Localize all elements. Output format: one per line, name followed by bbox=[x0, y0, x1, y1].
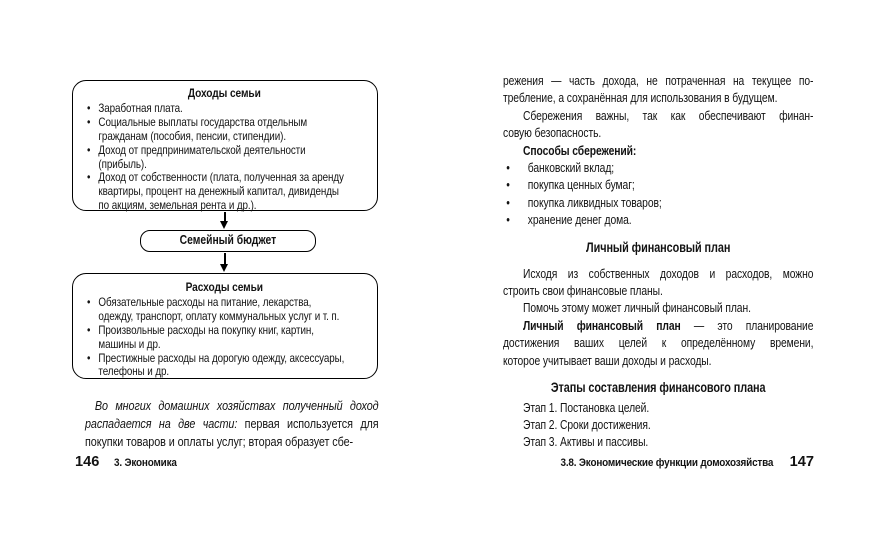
incomes-box-title: Доходы семьи bbox=[187, 86, 261, 100]
incomes-box: Доходы семьи Заработная плата. Социальны… bbox=[72, 80, 378, 213]
expenses-item-line: Обязательные расходы на питание, лекарст… bbox=[73, 295, 376, 310]
italic-text: Во многих домашних хозяйствах полученный… bbox=[94, 398, 379, 413]
section-heading-personal-plan: Личный финансовый план bbox=[586, 239, 731, 255]
term-bold: Личный финансовый план bbox=[523, 317, 681, 333]
text-line: строить свои финансовые планы. bbox=[503, 283, 663, 299]
expenses-box: Расходы семьи Обязательные расходы на пи… bbox=[72, 273, 378, 379]
page-number: 147 bbox=[789, 454, 814, 470]
italic-text: распадается на две части: bbox=[85, 415, 238, 431]
text-line: достижения ваших целей к определённому в… bbox=[503, 335, 814, 351]
section-heading-plan-stages: Этапы составления финансового плана bbox=[550, 380, 766, 396]
text-line: режения — часть дохода, не потраченная н… bbox=[503, 73, 814, 88]
budget-box-title: Семейный бюджет bbox=[179, 233, 277, 247]
list-item: банковский вклад; bbox=[503, 159, 813, 177]
list-item: хранение денег дома. bbox=[503, 211, 813, 229]
incomes-item-line: Доход от предпринимательской деятельност… bbox=[73, 143, 376, 158]
page-number: 146 bbox=[75, 454, 100, 470]
list-item: покупка ликвидных товаров; bbox=[503, 194, 813, 212]
incomes-item-line: Доход от собственности (плата, полученна… bbox=[73, 171, 376, 186]
right-page-footer: 3.8. Экономические функции домохозяйства… bbox=[542, 454, 814, 470]
text-line: покупки товаров и оплаты услуг; вторая о… bbox=[85, 433, 354, 449]
incomes-item-line: квартиры, процент на денежный капитал, д… bbox=[98, 184, 339, 199]
regular-text: — это планирование bbox=[680, 317, 814, 333]
list-item: покупка ценных бумаг; bbox=[503, 176, 813, 194]
text-line: Помочь этому может личный финансовый пла… bbox=[523, 300, 751, 316]
savings-list: банковский вклад; покупка ценных бумаг; … bbox=[503, 159, 813, 229]
left-page-footer: 146 3. Экономика bbox=[75, 454, 183, 470]
stage-line: Этап 3. Активы и пассивы. bbox=[523, 434, 649, 450]
incomes-item-line: гражданам (пособия, пенсии, стипендии). bbox=[98, 128, 286, 143]
incomes-item-line: Заработная плата. bbox=[73, 101, 376, 116]
expenses-item-line: машины и др. bbox=[98, 336, 161, 351]
regular-text: первая используется для bbox=[237, 415, 379, 431]
incomes-item-line: (прибыль). bbox=[98, 156, 147, 171]
right-body-column: режения — часть дохода, не потраченная н… bbox=[503, 72, 813, 450]
left-body-paragraph: Во многих домашних хозяйствах полученный… bbox=[85, 397, 379, 450]
arrow-down-icon bbox=[220, 253, 229, 272]
incomes-item-line: Социальные выплаты государства отдельным bbox=[73, 115, 376, 130]
expenses-item-line: одежду, транспорт, оплату коммунальных у… bbox=[98, 308, 340, 323]
text-line: распадается на две части: первая использ… bbox=[85, 415, 379, 433]
chapter-title: 3. Экономика bbox=[114, 457, 178, 469]
text-line: требление, а сохранённая для использован… bbox=[503, 90, 778, 106]
expenses-box-title: Расходы семьи bbox=[185, 280, 263, 294]
text-line: совую безопасность. bbox=[503, 125, 602, 141]
incomes-item-line: по акциям, земельная рента и др.). bbox=[98, 198, 257, 213]
text-line: Во многих домашних хозяйствах полученный… bbox=[85, 397, 379, 415]
expenses-item-line: телефоны и др. bbox=[98, 364, 170, 379]
chapter-title: 3.8. Экономические функции домохозяйства bbox=[560, 457, 774, 469]
incomes-box-content: Доходы семьи Заработная плата. Социальны… bbox=[73, 86, 376, 213]
budget-box: Семейный бюджет bbox=[140, 230, 316, 252]
text-line: которое учитывает ваши доходы и расходы. bbox=[503, 352, 712, 368]
savings-heading: Способы сбережений: bbox=[523, 142, 637, 158]
expenses-box-content: Расходы семьи Обязательные расходы на пи… bbox=[73, 280, 376, 379]
stage-line: Этап 2. Сроки достижения. bbox=[523, 417, 651, 433]
text-line: Сбережения важны, так как обеспечивают ф… bbox=[523, 107, 814, 123]
expenses-item-line: Произвольные расходы на покупку книг, ка… bbox=[73, 323, 376, 338]
arrow-down-icon bbox=[220, 212, 229, 229]
expenses-item-line: Престижные расходы на дорогую одежду, ак… bbox=[73, 351, 376, 366]
text-line: Исходя из собственных доходов и расходов… bbox=[523, 265, 814, 281]
stage-line: Этап 1. Постановка целей. bbox=[523, 400, 650, 416]
text-line: Личный финансовый план — это планировани… bbox=[503, 317, 813, 334]
